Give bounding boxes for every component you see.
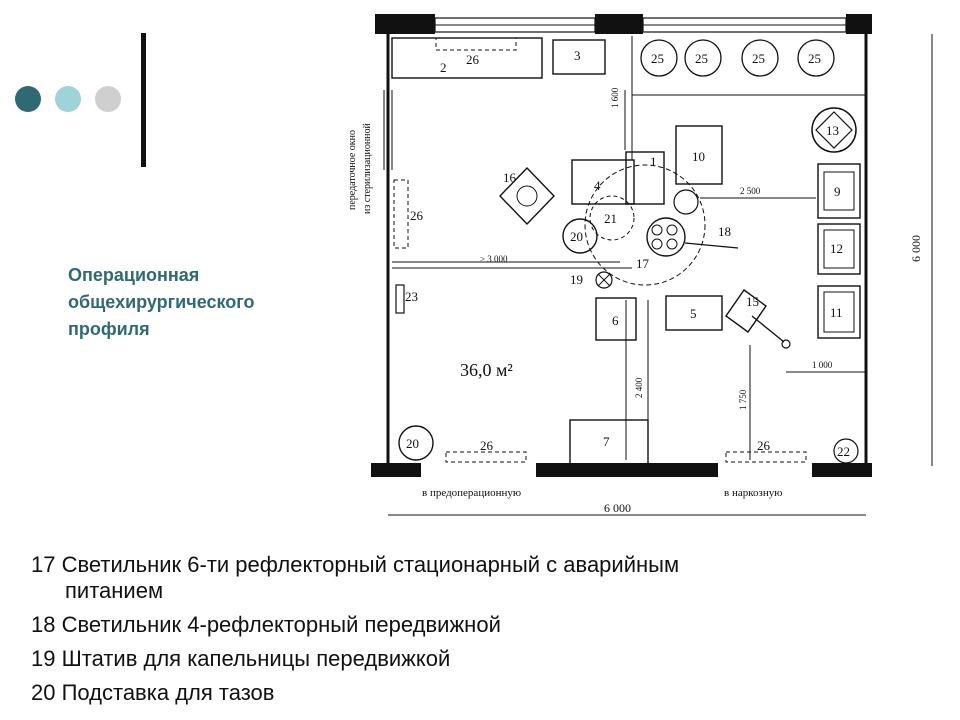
dim-2500: 2 500 bbox=[740, 186, 761, 196]
item-19: 19 bbox=[570, 272, 583, 287]
accent-dot-light bbox=[55, 86, 81, 112]
item-1: 1 bbox=[650, 154, 657, 169]
dim-width: 6 000 bbox=[604, 501, 631, 515]
item-2: 2 bbox=[440, 60, 447, 75]
legend-item-19: 19 Штатив для капельницы передвижкой bbox=[31, 646, 451, 671]
item-12: 12 bbox=[830, 241, 843, 256]
item-13: 13 bbox=[826, 123, 839, 138]
pass-window-label: передаточное окно bbox=[347, 130, 358, 210]
item-7: 7 bbox=[603, 434, 610, 449]
door-right-label: в наркозную bbox=[724, 487, 782, 499]
item-20: 20 bbox=[406, 436, 419, 451]
legend-item-20: 20 Подставка для тазов bbox=[31, 680, 275, 705]
title-line: Операционная bbox=[68, 265, 200, 285]
slide-title: Операционная общехирургического профиля bbox=[68, 262, 338, 343]
dim-1600: 1 600 bbox=[610, 87, 620, 108]
item-20: 20 bbox=[570, 229, 583, 244]
item-15: 15 bbox=[746, 294, 759, 309]
item-11: 11 bbox=[830, 305, 843, 320]
accent-dot-dark bbox=[15, 86, 41, 112]
accent-dot-gray bbox=[95, 86, 121, 112]
item-25: 25 bbox=[695, 51, 708, 66]
item-17: 17 bbox=[636, 256, 650, 271]
item-22: 22 bbox=[837, 444, 850, 459]
item-4: 4 bbox=[594, 178, 601, 193]
legend: 17 Светильник 6-ти рефлекторный стациона… bbox=[31, 552, 931, 706]
legend-item-17: 17 Светильник 6-ти рефлекторный стациона… bbox=[31, 552, 680, 577]
dim-1000: 1 000 bbox=[812, 360, 833, 370]
item-numbers: 1 2 3 4 5 6 7 9 10 11 12 13 15 16 17 18 … bbox=[405, 48, 850, 459]
dim-3000: ≥ 3 000 bbox=[480, 254, 508, 264]
item-25: 25 bbox=[808, 51, 821, 66]
accent-divider bbox=[141, 33, 146, 167]
title-line: общехирургического bbox=[68, 292, 255, 312]
item-6: 6 bbox=[612, 313, 619, 328]
title-line: профиля bbox=[68, 319, 150, 339]
dim-height: 6 000 bbox=[909, 235, 923, 262]
item-21: 21 bbox=[604, 211, 617, 226]
item-5: 5 bbox=[690, 306, 697, 321]
item-23: 23 bbox=[405, 289, 418, 304]
item-9: 9 bbox=[834, 184, 841, 199]
item-25: 25 bbox=[651, 51, 664, 66]
item-26: 26 bbox=[757, 438, 771, 453]
dim-2400: 2 400 bbox=[634, 377, 644, 398]
item-3: 3 bbox=[574, 48, 581, 63]
legend-item-17-cont: питанием bbox=[65, 578, 164, 603]
item-26: 26 bbox=[410, 208, 424, 223]
item-10: 10 bbox=[692, 149, 705, 164]
dim-1750: 1 750 bbox=[738, 389, 748, 410]
pass-window-label: из стерилизационной bbox=[362, 122, 373, 214]
walls bbox=[371, 14, 872, 477]
item-26: 26 bbox=[466, 52, 480, 67]
item-18: 18 bbox=[718, 224, 731, 239]
legend-item-18: 18 Светильник 4-рефлекторный передвижной bbox=[31, 612, 501, 637]
item-26: 26 bbox=[480, 438, 494, 453]
item-25: 25 bbox=[752, 51, 765, 66]
door-left-label: в предоперационную bbox=[422, 487, 521, 499]
item-16: 16 bbox=[503, 170, 517, 185]
area-label: 36,0 м² bbox=[460, 360, 513, 380]
